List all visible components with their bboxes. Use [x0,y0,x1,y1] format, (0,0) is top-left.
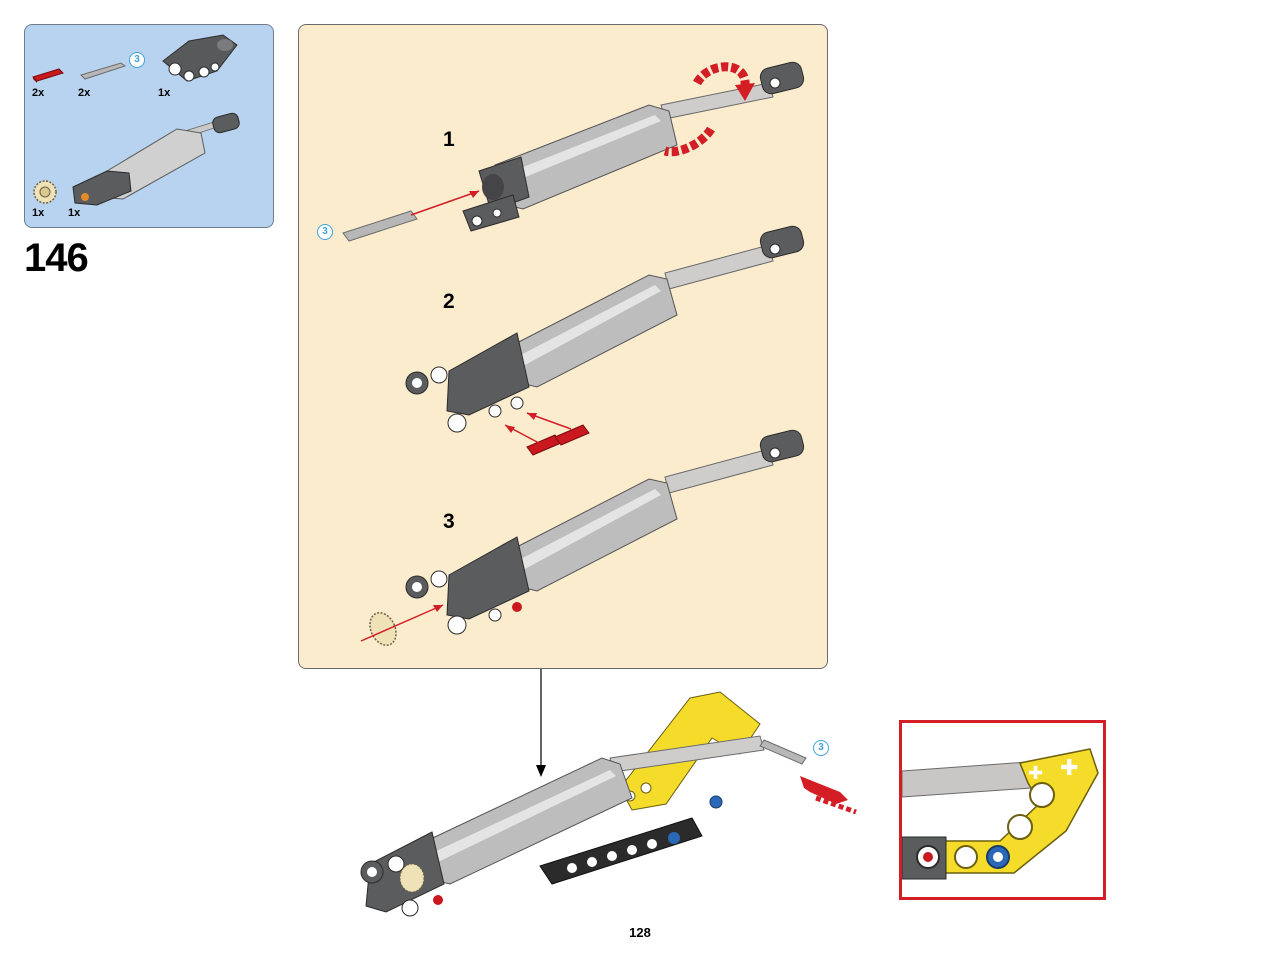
assembly-axle-callout: 3 [813,740,829,756]
svg-text:✚: ✚ [1028,763,1043,783]
page-number: 128 [629,925,651,940]
detail-callout-box: ✚ ✚ [899,720,1106,900]
substep-3-number: 3 [443,510,455,533]
substep-1-number: 1 [443,128,455,151]
assembly-illustration [360,691,857,917]
substep-1-illustration [342,61,805,242]
pneumatic-cylinder-icon [72,112,240,206]
detail-illustration: ✚ ✚ [902,748,1099,880]
tan-gear-icon [33,180,57,204]
red-axle-pin-icon [32,68,64,83]
svg-text:✚: ✚ [1060,755,1078,780]
parts-list-box: 2x 3 2x 1x 1x 1x [24,24,274,228]
part-count-connector: 1x [158,87,171,99]
grey-axle-icon [80,62,127,80]
dark-grey-connector-icon [162,34,238,82]
part-count-grey-axle: 2x [78,87,91,99]
substep-1-axle-callout: 3 [317,224,333,240]
step-number: 146 [24,236,89,280]
part-count-gear: 1x [32,207,45,219]
substep-2-illustration [405,225,805,456]
axle-length-callout: 3 [129,52,145,68]
part-count-cylinder: 1x [68,207,81,219]
substep-2-number: 2 [443,290,455,313]
down-arrow [536,669,546,777]
substep-box: 1 3 2 [298,24,828,669]
part-count-red-pin: 2x [32,87,45,99]
substep-3-illustration [360,429,805,646]
